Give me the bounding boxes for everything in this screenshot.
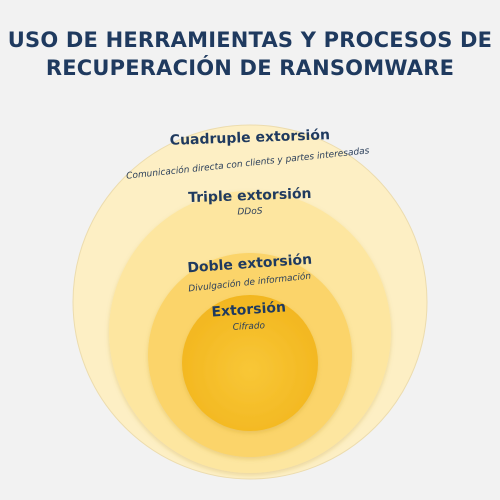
level-4-subtitle: Cifrado: [232, 321, 265, 333]
level-1-title: Cuadruple extorsión: [170, 127, 331, 149]
ring-extorsion: [182, 295, 318, 431]
page-title: USO DE HERRAMIENTAS Y PROCESOS DE RECUPE…: [0, 26, 500, 82]
level-2-subtitle: DDoS: [237, 207, 263, 218]
level-4-title: Extorsión: [211, 299, 286, 320]
title-line-2: RECUPERACIÓN DE RANSOMWARE: [45, 56, 455, 80]
title-line-1: USO DE HERRAMIENTAS Y PROCESOS DE: [7, 28, 493, 52]
level-2-title: Triple extorsión: [188, 186, 312, 206]
